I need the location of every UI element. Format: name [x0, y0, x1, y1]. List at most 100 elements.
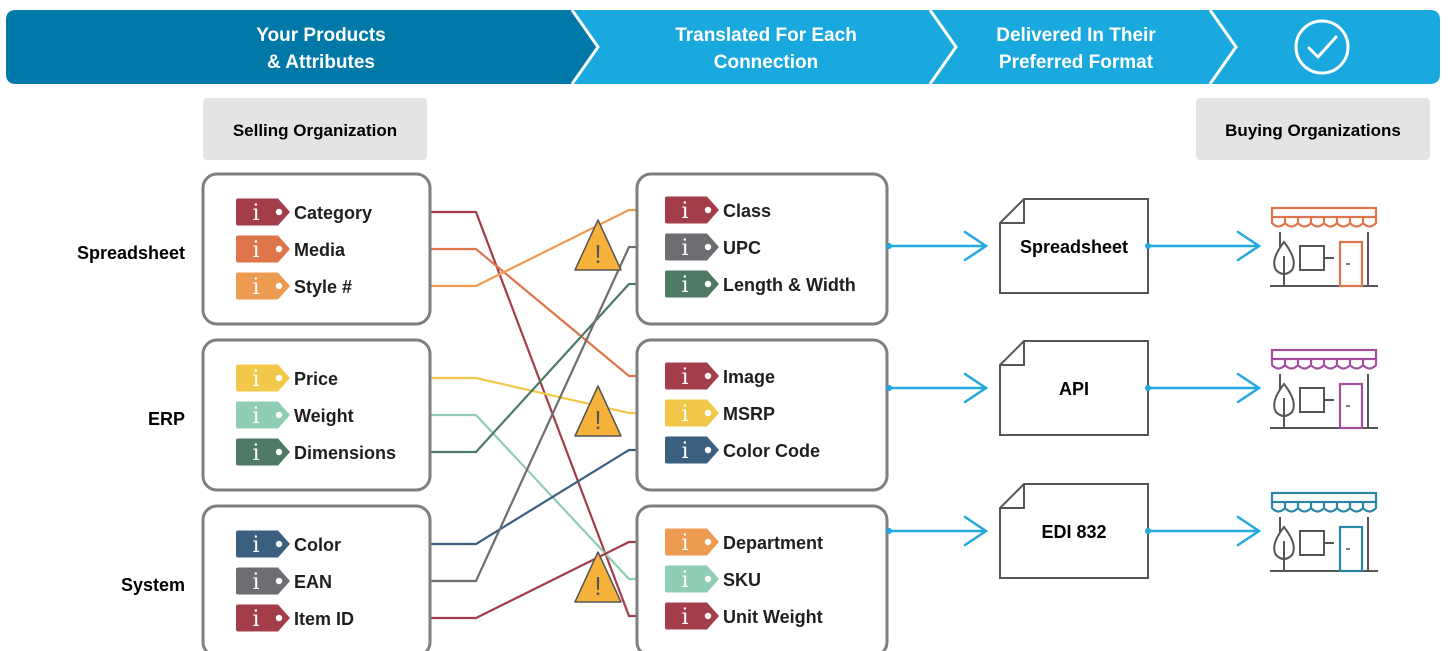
- info-glyph: i: [252, 441, 259, 466]
- source-system-label: ERP: [148, 409, 185, 429]
- info-glyph: i: [252, 607, 259, 632]
- info-glyph: i: [681, 531, 688, 556]
- attribute-label: EAN: [294, 572, 332, 592]
- info-glyph: i: [681, 605, 688, 630]
- warning-icon: !: [574, 385, 622, 437]
- info-glyph: i: [681, 402, 688, 427]
- tag-hole: [275, 282, 283, 290]
- attribute-label: Media: [294, 240, 346, 260]
- tag-icon: [236, 401, 290, 429]
- info-glyph: i: [681, 236, 688, 261]
- tag-icon: [236, 364, 290, 392]
- tag-icon: [665, 436, 719, 464]
- tag-hole: [704, 612, 712, 620]
- svg-text:Selling Organization: Selling Organization: [233, 121, 397, 140]
- source-system-label: Spreadsheet: [77, 243, 185, 263]
- format-label: Spreadsheet: [1020, 237, 1128, 257]
- document-icon: [999, 340, 1149, 436]
- target-attribute: i Length & Width: [665, 270, 856, 298]
- attribute-label: Item ID: [294, 609, 354, 629]
- attribute-label: SKU: [723, 570, 761, 590]
- attribute-label: UPC: [723, 238, 761, 258]
- tag-hole: [704, 538, 712, 546]
- tag-icon: [665, 399, 719, 427]
- tag-hole: [275, 614, 283, 622]
- warning-icon: !: [574, 551, 622, 603]
- arrow-head-icon: [963, 230, 989, 262]
- banner-step-line2: & Attributes: [267, 52, 375, 73]
- info-glyph: i: [252, 570, 259, 595]
- info-glyph: i: [681, 273, 688, 298]
- tag-icon: [236, 604, 290, 632]
- warnings: !!!: [574, 219, 622, 603]
- arrow-head-icon: [1236, 230, 1262, 262]
- attribute-label: Class: [723, 201, 771, 221]
- source-attribute: i Category: [236, 198, 372, 226]
- tag-hole: [275, 374, 283, 382]
- tag-icon: [665, 602, 719, 630]
- info-glyph: i: [681, 199, 688, 224]
- store-icon: [1270, 491, 1378, 573]
- store-icon: [1270, 206, 1378, 288]
- banner-separator: [928, 9, 958, 85]
- svg-text:Buying Organizations: Buying Organizations: [1225, 121, 1401, 140]
- banner-separator: [570, 9, 600, 85]
- info-glyph: i: [252, 238, 259, 263]
- attribute-label: Color: [294, 535, 341, 555]
- banner-step-line2: Preferred Format: [999, 52, 1154, 73]
- connection-line: [430, 448, 637, 546]
- svg-text:!: !: [594, 405, 601, 435]
- attribute-label: Weight: [294, 406, 354, 426]
- tag-hole: [704, 575, 712, 583]
- buying-stores: [1270, 206, 1378, 573]
- tag-icon: [665, 233, 719, 261]
- tag-hole: [275, 540, 283, 548]
- connection-line: [430, 540, 637, 620]
- target-attribute: i Color Code: [665, 436, 820, 464]
- tag-hole: [704, 206, 712, 214]
- connection-lines: [430, 208, 637, 620]
- attribute-label: Color Code: [723, 441, 820, 461]
- banner-segment-1: [6, 10, 598, 84]
- format-2: API: [886, 340, 1262, 436]
- tag-icon: [236, 438, 290, 466]
- format-1: Spreadsheet: [886, 198, 1262, 294]
- attribute-label: Unit Weight: [723, 607, 823, 627]
- format-label: EDI 832: [1041, 522, 1106, 542]
- attribute-label: Length & Width: [723, 275, 856, 295]
- source-attribute: i Weight: [236, 401, 354, 429]
- source-attribute: i Media: [236, 235, 346, 263]
- source-system-label: System: [121, 575, 185, 595]
- tag-hole: [275, 245, 283, 253]
- banner-segment-3: [930, 10, 1236, 84]
- check-circle-icon: [1294, 19, 1350, 75]
- attribute-label: Category: [294, 203, 372, 223]
- target-attribute: i Class: [665, 196, 771, 224]
- connection-line: [430, 282, 637, 454]
- info-glyph: i: [252, 201, 259, 226]
- info-glyph: i: [681, 568, 688, 593]
- connection-line: [430, 245, 637, 583]
- target-attribute: i SKU: [665, 565, 761, 593]
- info-glyph: i: [252, 404, 259, 429]
- info-glyph: i: [681, 365, 688, 390]
- tag-hole: [704, 372, 712, 380]
- banner-separator: [1208, 9, 1238, 85]
- warning-icon: !: [574, 219, 622, 271]
- banner-step-line1: Translated For Each: [675, 25, 857, 46]
- info-glyph: i: [681, 439, 688, 464]
- connection-line: [430, 376, 637, 415]
- svg-text:!: !: [594, 571, 601, 601]
- tag-hole: [275, 208, 283, 216]
- connection-line: [430, 247, 637, 378]
